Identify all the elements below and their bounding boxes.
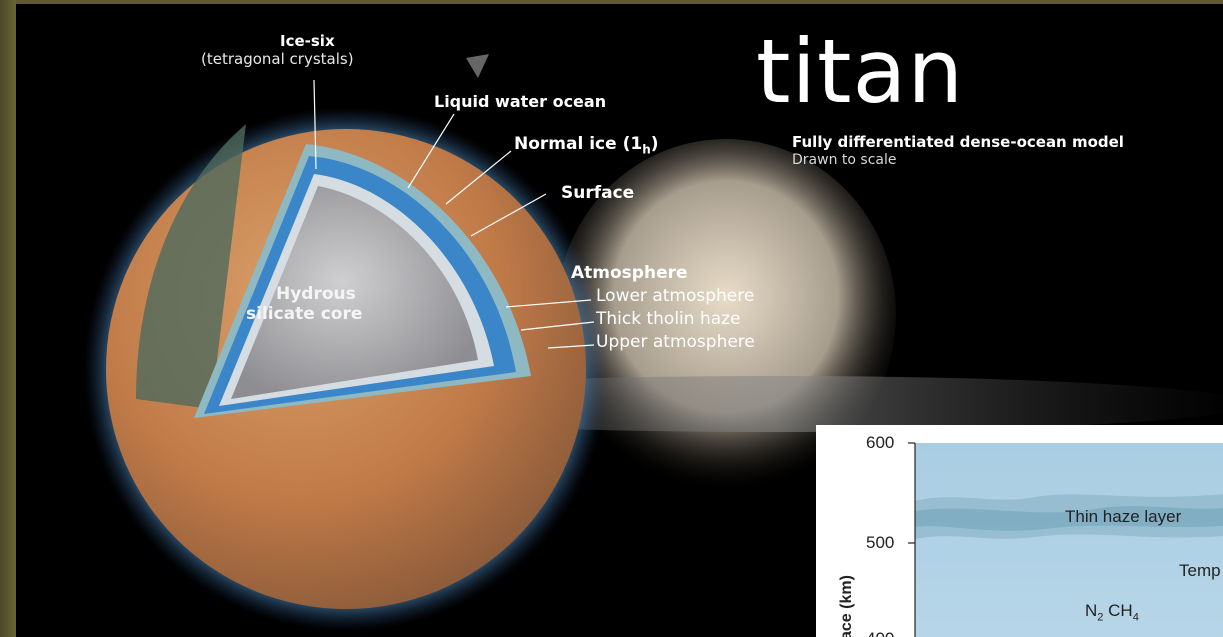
haze-layer-label: Thin haze layer <box>1065 507 1182 526</box>
surface-label: Surface <box>561 183 635 203</box>
titan-cutaway-face <box>136 124 246 409</box>
upper-atmosphere-label: Upper atmosphere <box>596 332 755 352</box>
titan-illustration <box>84 54 1223 631</box>
tick-400: 400 <box>866 629 894 637</box>
liquid-water-label: Liquid water ocean <box>434 92 607 111</box>
slide-frame <box>0 0 16 637</box>
gas-ch: CH <box>1103 601 1133 620</box>
tholin-haze-label: Thick tholin haze <box>596 309 741 329</box>
leader-lines <box>313 79 595 349</box>
ice-six-sub-label: (tetragonal crystals) <box>201 50 354 68</box>
tick-500: 500 <box>866 533 895 552</box>
core-label-line2: silicate core <box>246 304 363 324</box>
silicate-core <box>231 186 478 399</box>
normal-ice-subscript: h <box>642 142 651 157</box>
tick-600: 600 <box>866 433 895 452</box>
ice-six-label: Ice-six <box>280 32 335 50</box>
gases-label: N2 CH4 <box>1085 601 1139 623</box>
haze-band <box>915 494 1223 539</box>
atmosphere-label: Atmosphere <box>571 263 688 283</box>
titan-slide: Ice-six (tetragonal crystals) Liquid wat… <box>16 4 1223 637</box>
lower-atmosphere-label: Lower atmosphere <box>596 286 755 306</box>
gas-n: N <box>1085 601 1098 620</box>
page-title: titan <box>756 20 965 123</box>
shard-icon <box>466 54 489 78</box>
inset-plot-area: Thin haze layer Temp N2 CH4 <box>915 443 1223 637</box>
inset-axis <box>908 442 916 637</box>
normal-ice-close: ) <box>650 134 659 154</box>
gas-ch-sub: 4 <box>1132 611 1139 624</box>
subtitle-scale-note: Drawn to scale <box>792 152 897 168</box>
altitude-axis-label: ace (km) <box>838 575 855 637</box>
atmosphere-inset-chart: Thin haze layer Temp N2 CH4 600 500 400 … <box>816 425 1223 637</box>
gas-n-sub: 2 <box>1097 611 1104 624</box>
core-label-line1: Hydrous <box>276 284 356 304</box>
normal-ice-text: Normal ice (1 <box>514 134 643 154</box>
temperature-label: Temp <box>1179 561 1221 580</box>
subtitle: Fully differentiated dense-ocean model <box>792 133 1124 151</box>
normal-ice-label: Normal ice (1h) <box>514 134 659 157</box>
